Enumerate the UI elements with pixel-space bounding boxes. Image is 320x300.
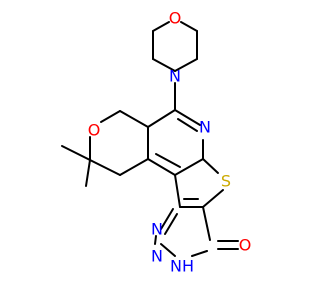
bond	[174, 109, 201, 126]
bond	[119, 110, 149, 128]
bond	[202, 189, 224, 208]
bond	[174, 174, 181, 208]
bond	[152, 21, 170, 32]
triazine-nitrogen-1-label: N	[151, 220, 163, 239]
atom-labels: O N O N S N N NH O	[88, 9, 252, 276]
thiophene-sulfur-label: S	[221, 172, 231, 191]
bond	[147, 109, 176, 128]
morpholine-nitrogen-label: N	[169, 67, 181, 86]
morpholine-oxygen-label: O	[169, 9, 182, 28]
bond	[174, 158, 204, 176]
pyran-oxygen-label: O	[88, 121, 101, 140]
bond	[160, 243, 176, 257]
bond	[191, 250, 208, 257]
bond	[177, 118, 198, 132]
triazine-nitrogen-2-label: N	[151, 247, 163, 266]
bond	[61, 145, 91, 161]
structure-svg: O N O N S N N NH O	[61, 9, 252, 276]
bond	[180, 21, 198, 32]
bond	[160, 208, 174, 230]
bond	[100, 110, 121, 123]
bond	[154, 235, 157, 245]
pyridine-nitrogen-label: N	[199, 118, 211, 137]
bond	[85, 159, 91, 187]
bond	[164, 213, 178, 235]
bond	[119, 158, 149, 176]
bond	[202, 206, 211, 241]
carbonyl-oxygen-label: O	[239, 236, 252, 255]
triazine-nh-label: NH	[170, 257, 194, 276]
bond	[202, 158, 219, 174]
bond	[152, 58, 176, 72]
bond	[174, 58, 198, 72]
bonds	[61, 21, 239, 257]
bond	[89, 159, 121, 176]
bond	[155, 153, 181, 168]
molecule-structure-diagram: O N O N S N N NH O	[61, 8, 252, 276]
bond	[147, 158, 176, 176]
